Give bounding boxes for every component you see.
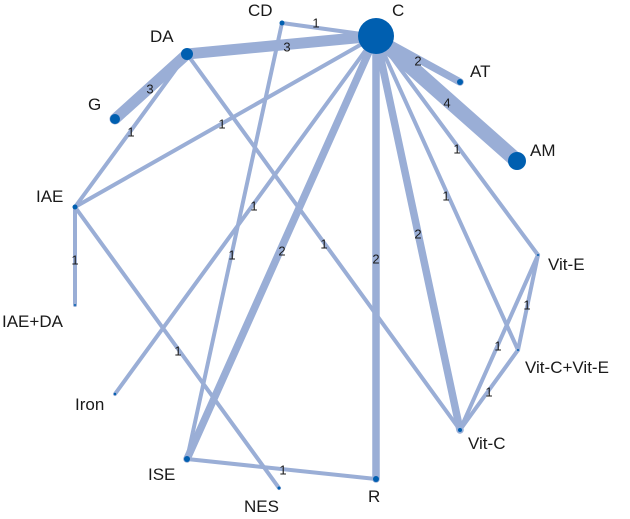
- node-da: [181, 48, 193, 60]
- node-label: CD: [248, 1, 273, 20]
- edge-weight-label: 1: [127, 124, 134, 139]
- node-vit-e: [537, 254, 539, 256]
- node-label: Vit-C: [468, 434, 505, 453]
- nodes-layer: [72, 18, 539, 490]
- edge-weight-label: 1: [320, 236, 327, 251]
- edge-C-IAE: [73, 34, 378, 209]
- edge-weight-label: 1: [494, 338, 501, 353]
- edge-C-Iron: [113, 34, 378, 396]
- edge-weight-label: 1: [218, 116, 225, 131]
- node-iae: [72, 204, 78, 210]
- edge-DA-G: [109, 48, 193, 125]
- edge-DA-Vit-C: [185, 52, 462, 432]
- edges-layer: [73, 21, 540, 490]
- edge-weight-label: 1: [279, 462, 286, 477]
- node-label: R: [368, 487, 380, 506]
- node-label: Iron: [75, 395, 104, 414]
- edge-IAE-NES: [73, 205, 281, 490]
- node-label: G: [88, 95, 101, 114]
- edge-Vit-E-Vit-C+Vit-E: [516, 253, 540, 352]
- node-vit-c: [458, 428, 462, 432]
- node-r: [373, 476, 379, 482]
- node-ise: [184, 456, 190, 462]
- edge-weight-label: 1: [523, 297, 530, 312]
- node-g: [110, 114, 120, 124]
- edge-weight-label: 3: [283, 39, 290, 54]
- edge-weight-label: 1: [442, 188, 449, 203]
- node-am: [508, 152, 526, 170]
- edge-weight-label: 3: [146, 81, 153, 96]
- edge-C-AM: [368, 28, 525, 169]
- node-label: DA: [150, 27, 174, 46]
- node-nes: [277, 486, 281, 490]
- edge-weight-label: 4: [443, 95, 450, 110]
- edge-weight-label: 2: [414, 226, 421, 241]
- edge-weight-label: 1: [71, 252, 78, 267]
- node-c: [358, 18, 394, 54]
- edge-C-Vit-C+Vit-E: [374, 34, 520, 352]
- edge-DA-IAE: [73, 52, 189, 209]
- edge-weight-label: 1: [312, 15, 319, 30]
- edge-weight-label: 2: [414, 53, 421, 68]
- edge-weight-label: 1: [485, 384, 492, 399]
- edge-labels-layer: 1 3 2 4 1 1 2 2 2 1 1 3 1 1 1 1 1 1 1 1 1: [71, 15, 530, 477]
- edge-weight-label: 1: [250, 198, 257, 213]
- node-label: C: [392, 1, 404, 20]
- edge-C-Vit-E: [374, 34, 540, 257]
- node-label: IAE: [36, 187, 63, 206]
- edge-weight-label: 1: [174, 343, 181, 358]
- node-label: Vit-E: [548, 255, 585, 274]
- edge-weight-label: 2: [278, 243, 285, 258]
- node-iae-da: [74, 304, 76, 306]
- node-cd: [279, 20, 285, 26]
- node-label: ISE: [148, 465, 175, 484]
- node-label: IAE+DA: [2, 312, 64, 331]
- node-label: Vit-C+Vit-E: [525, 358, 609, 377]
- edge-weight-label: 2: [372, 251, 379, 266]
- node-label: NES: [244, 497, 279, 516]
- edge-C-Vit-C: [372, 32, 464, 434]
- node-label: AM: [530, 141, 556, 160]
- edge-C-DA: [181, 30, 382, 60]
- node-label: AT: [470, 62, 490, 81]
- edge-Vit-E-Vit-C: [458, 253, 540, 432]
- edge-ISE-R: [185, 457, 378, 481]
- edge-C-ISE: [183, 32, 380, 463]
- edge-weight-label: 1: [228, 247, 235, 262]
- node-at: [457, 79, 463, 85]
- edge-CD-ISE: [185, 21, 284, 461]
- edge-weight-label: 1: [453, 141, 460, 156]
- node-iron: [113, 392, 117, 396]
- node-vit-c-vit-e: [517, 349, 519, 351]
- edge-Vit-C+Vit-E-Vit-C: [458, 348, 520, 432]
